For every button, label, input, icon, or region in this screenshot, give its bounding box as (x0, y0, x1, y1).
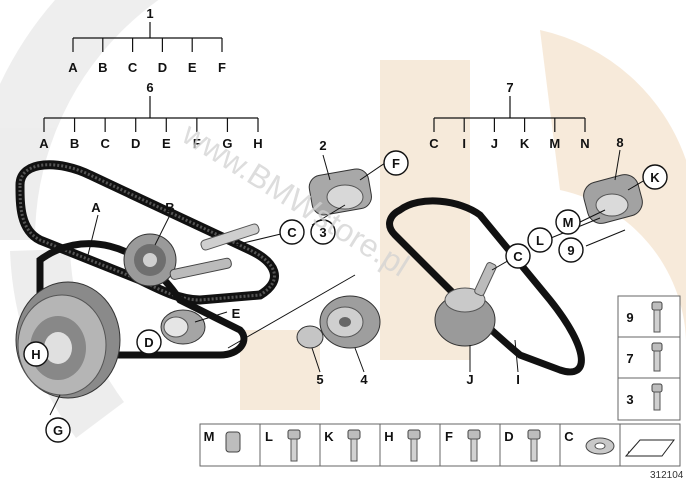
idler-4 (319, 295, 381, 349)
callout-j: J (466, 372, 473, 387)
group1-child-e: E (188, 60, 197, 75)
callout-i: I (516, 372, 520, 387)
group-1-number: 1 (146, 6, 153, 21)
circled-callouts: H D G F C 3 C K M L 9 (23, 150, 668, 443)
bolt-legend-label-7: 7 (626, 351, 633, 366)
group7-child-m: M (549, 136, 560, 151)
group1-child-f: F (218, 60, 226, 75)
callout-b: B (165, 200, 174, 215)
callout-c-right: C (513, 249, 523, 264)
arrow-icon (622, 430, 678, 460)
belt-right (386, 197, 585, 376)
callout-3: 3 (319, 225, 326, 240)
bolt-icon (651, 383, 663, 411)
group6-child-h: H (253, 136, 262, 151)
group6-child-c: C (100, 136, 110, 151)
parts-strip-label-l: L (265, 429, 273, 444)
idler-d (160, 309, 206, 345)
callout-e: E (232, 306, 241, 321)
callout-g: G (53, 423, 63, 438)
callout-k: K (650, 170, 660, 185)
bolt-legend: 9 7 3 (617, 295, 681, 421)
group1-child-b: B (98, 60, 107, 75)
part-icon-h (407, 429, 421, 462)
parts-strip-label-k: K (324, 429, 334, 444)
idler-2 (200, 168, 372, 251)
cap-5 (296, 325, 324, 349)
bolt-legend-label-9: 9 (626, 310, 633, 325)
group7-child-c: C (429, 136, 439, 151)
group6-child-f: F (193, 136, 201, 151)
callout-4: 4 (360, 372, 368, 387)
parts-strip-label-c: C (564, 429, 574, 444)
callout-l: L (536, 233, 544, 248)
callout-f: F (392, 156, 400, 171)
parts-strip-label-f: F (445, 429, 453, 444)
parts-strip-label-h: H (384, 429, 393, 444)
tree-group-7: 7 C I J K M N (429, 80, 589, 151)
tensioner-b (123, 233, 232, 287)
bolt-icon (651, 342, 663, 372)
bolt-legend-label-3: 3 (626, 392, 633, 407)
tensioner-8 (583, 174, 643, 224)
parts-strip-label-d: D (504, 429, 513, 444)
group1-child-c: C (128, 60, 138, 75)
group7-child-n: N (580, 136, 589, 151)
group6-child-d: D (131, 136, 140, 151)
group6-child-e: E (162, 136, 171, 151)
tree-group-6: 6 A B C D E F G H (39, 80, 262, 151)
part-icon-m (225, 431, 241, 453)
parts-strip-label-m: M (204, 429, 215, 444)
watermark-text: www.BMWstore.pl (175, 115, 415, 284)
group7-child-k: K (520, 136, 530, 151)
bolt-icon (651, 301, 663, 333)
callout-5: 5 (316, 372, 323, 387)
group6-child-g: G (222, 136, 232, 151)
callout-m: M (563, 215, 574, 230)
callout-h: H (31, 347, 40, 362)
part-icon-k (347, 429, 361, 462)
part-icon-f (467, 429, 481, 462)
callout-9: 9 (567, 243, 574, 258)
crank-pulley (15, 281, 121, 399)
callout-d: D (144, 335, 153, 350)
part-icon-l (287, 429, 301, 462)
tensioner-j (434, 262, 497, 347)
callout-2: 2 (319, 138, 326, 153)
group1-child-a: A (68, 60, 78, 75)
group6-child-a: A (39, 136, 49, 151)
group7-child-i: I (462, 136, 466, 151)
part-icon-d (527, 429, 541, 462)
callout-c-left: C (287, 225, 297, 240)
group1-child-d: D (158, 60, 167, 75)
callout-a: A (91, 200, 101, 215)
group-6-number: 6 (146, 80, 153, 95)
group6-child-b: B (70, 136, 79, 151)
tree-group-1: 1 A B C D E F (68, 6, 226, 75)
diagram-id: 312104 (650, 470, 684, 481)
group-7-number: 7 (506, 80, 513, 95)
part-icon-c (585, 437, 615, 455)
callout-8: 8 (616, 135, 623, 150)
group7-child-j: J (491, 136, 498, 151)
